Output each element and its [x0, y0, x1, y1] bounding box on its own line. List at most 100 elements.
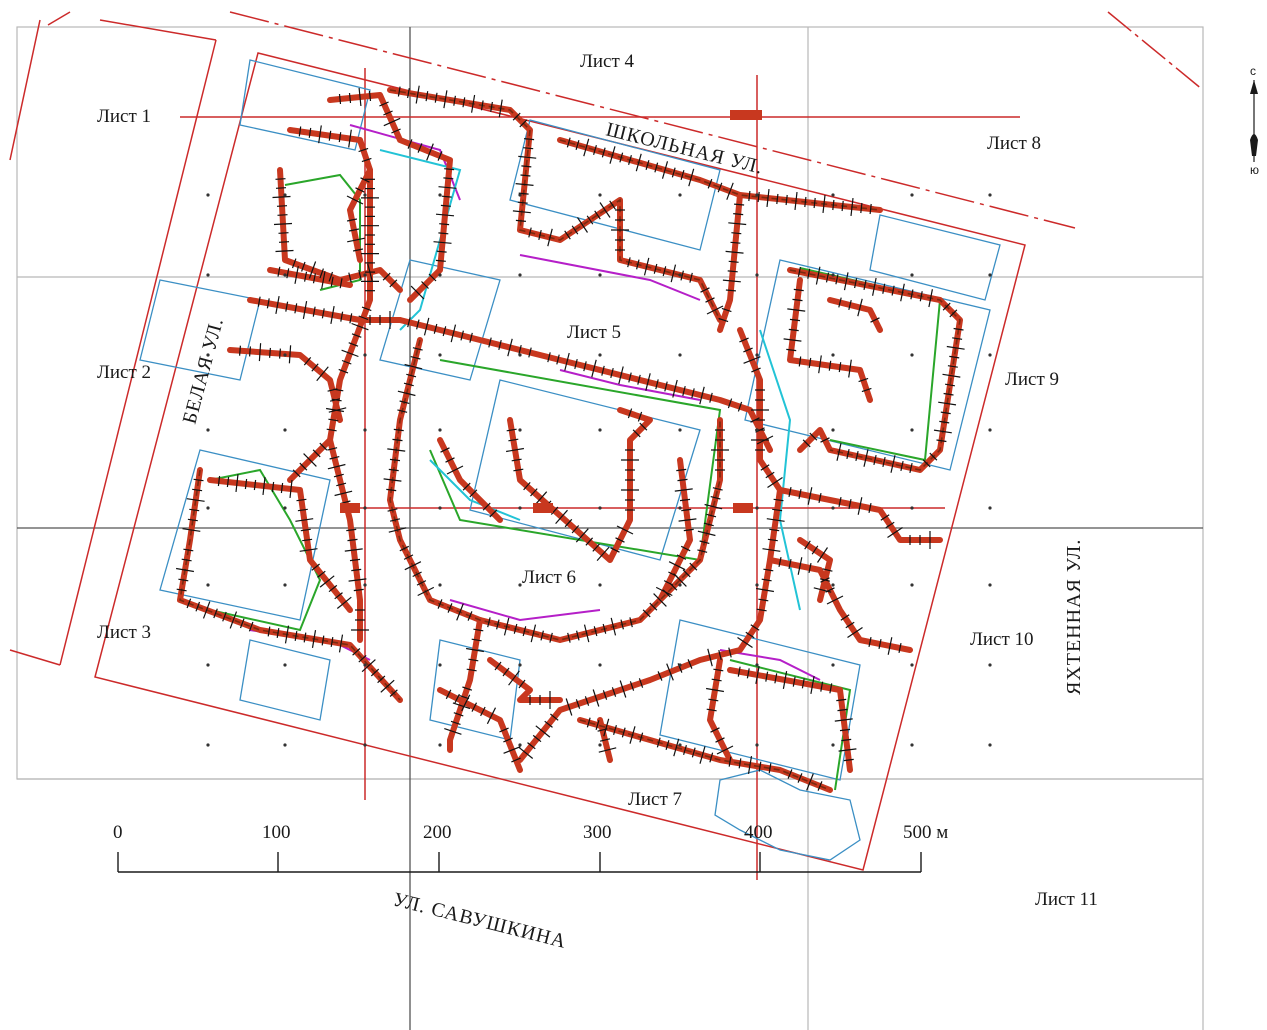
hatch-tick	[480, 100, 484, 111]
hatch-tick	[511, 757, 521, 763]
hatch-tick	[503, 746, 521, 754]
hatch-tick	[460, 330, 464, 341]
sheet-label-6: Лист 6	[522, 567, 576, 588]
hatch-tick	[817, 781, 823, 791]
hatch-tick	[767, 538, 778, 542]
hatch-tick	[277, 266, 281, 277]
hatch-tick	[565, 698, 573, 716]
hatch-tick	[389, 518, 401, 522]
hatch-tick	[358, 269, 362, 281]
grid-cross	[755, 743, 759, 747]
hatch-tick	[327, 388, 338, 392]
hatch-tick	[540, 630, 544, 641]
hatch-tick	[841, 200, 844, 212]
hatch-tick	[277, 214, 288, 216]
hatch-tick	[294, 631, 298, 641]
hatch-tick	[518, 155, 537, 159]
hatch-tick	[683, 528, 694, 532]
hatch-tick	[519, 119, 528, 128]
street-label-savushkina: УЛ. САВУШКИНА	[391, 889, 569, 953]
hatch-tick	[338, 634, 344, 653]
hatch-tick	[437, 599, 443, 609]
hatch-tick	[826, 595, 844, 605]
hatch-tick	[387, 508, 398, 512]
hatch-tick	[872, 277, 877, 296]
scale-tick-400: 400	[744, 822, 773, 843]
hatch-tick	[391, 128, 401, 134]
hatch-tick	[704, 503, 723, 510]
hatch-tick	[900, 283, 905, 302]
hatch-tick	[445, 457, 455, 463]
hatch-tick	[349, 558, 361, 562]
hatch-tick	[710, 727, 720, 733]
hatch-tick	[596, 546, 610, 561]
hatch-tick	[891, 285, 895, 296]
hatch-tick	[743, 356, 761, 364]
hatch-tick	[691, 388, 695, 399]
hatch-tick	[836, 698, 847, 702]
hatch-tick	[438, 186, 457, 189]
hatch-tick	[490, 101, 493, 113]
hatch-tick	[688, 168, 695, 187]
hatch-tick	[512, 210, 531, 214]
hatch-tick	[637, 411, 643, 422]
grid-cross	[438, 743, 442, 747]
grid-cross	[363, 583, 367, 587]
hatch-tick	[397, 409, 408, 413]
hatch-tick	[182, 528, 201, 532]
hatch-tick	[825, 272, 830, 283]
hatch-tick	[832, 199, 835, 211]
hatch-tick	[302, 300, 308, 320]
hatch-tick	[758, 598, 769, 602]
hatch-tick	[186, 598, 192, 609]
hatch-tick	[328, 271, 334, 282]
hatch-tick	[699, 386, 705, 405]
hatch-tick	[936, 439, 947, 443]
hatch-tick	[668, 561, 686, 571]
sheet-label-10: Лист 10	[970, 629, 1034, 650]
hatch-tick	[738, 758, 742, 769]
hatch-tick	[763, 568, 774, 572]
sheet-label-4: Лист 4	[580, 51, 635, 72]
hatch-tick	[657, 671, 663, 681]
hatch-tick	[276, 628, 280, 638]
hatch-tick	[346, 218, 358, 222]
hatch-tick	[386, 488, 397, 492]
sheet-label-7: Лист 7	[628, 789, 682, 810]
sheet-label-1: Лист 1	[97, 106, 151, 127]
hatch-tick	[358, 87, 362, 107]
hatch-tick	[722, 279, 741, 283]
grid-cross	[988, 583, 992, 587]
sheet-label-9: Лист 9	[1005, 369, 1059, 390]
utility-hatch-ticks	[176, 85, 965, 791]
hatch-tick	[728, 260, 739, 263]
hatch-tick	[222, 611, 227, 622]
hatch-tick	[706, 513, 717, 518]
hatch-tick	[809, 432, 818, 441]
grid-cross	[363, 273, 367, 277]
hatch-tick	[311, 563, 320, 571]
hatch-tick	[466, 668, 477, 672]
hatch-tick	[642, 609, 651, 618]
grid-cross	[831, 353, 835, 357]
hatch-tick	[882, 283, 886, 294]
hatch-tick	[687, 659, 693, 669]
hatch-tick	[691, 747, 696, 758]
hatch-tick	[387, 448, 406, 452]
hatch-tick	[595, 720, 600, 730]
hatch-tick	[655, 586, 673, 597]
hatch-tick	[680, 545, 691, 552]
hatch-tick	[389, 279, 398, 288]
hatch-tick	[649, 602, 658, 611]
hatch-tick	[709, 752, 714, 763]
hatch-tick	[534, 491, 548, 506]
hatch-tick	[469, 332, 473, 343]
hatch-tick	[718, 649, 722, 661]
hatch-tick	[638, 678, 644, 688]
hatch-tick	[602, 623, 607, 634]
hatch-tick	[599, 738, 611, 742]
grid-cross	[283, 743, 287, 747]
hatch-tick	[857, 298, 863, 317]
hatch-tick	[294, 303, 298, 314]
hatch-tick	[556, 354, 560, 365]
